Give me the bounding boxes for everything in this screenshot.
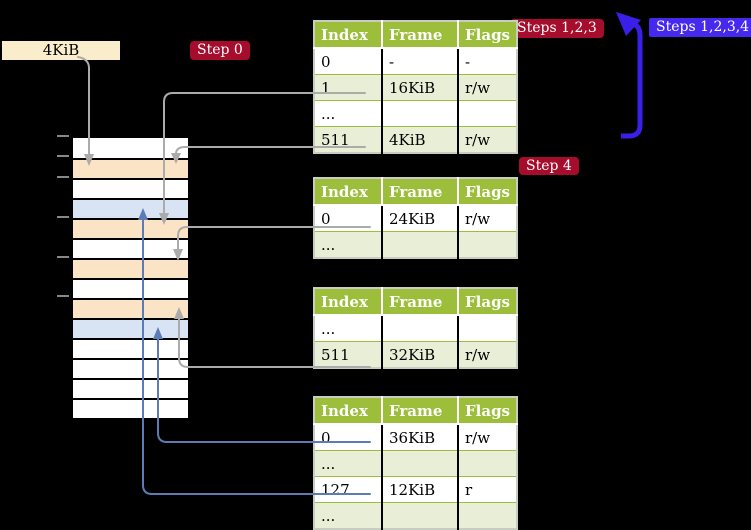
cell-frame: 24KiB <box>382 204 459 232</box>
cell-index: 0 <box>314 47 383 75</box>
cell-index: 0 <box>314 423 383 451</box>
cell-flags: r/w <box>458 423 517 451</box>
cell-index: 127 <box>314 476 383 503</box>
memory-address-tick <box>57 256 69 258</box>
memory-row-free <box>73 238 188 258</box>
table-row: ... <box>314 231 517 258</box>
cell-frame: 4KiB <box>382 126 459 153</box>
cell-flags <box>458 314 517 342</box>
cell-flags <box>458 450 517 477</box>
column-header-frame: Frame <box>382 288 459 316</box>
memory-row-free <box>73 358 188 378</box>
cell-frame: - <box>382 47 459 75</box>
cell-flags: r/w <box>458 204 517 232</box>
table-row: ... <box>314 100 517 127</box>
memory-row-frame <box>73 158 188 178</box>
column-header-frame: Frame <box>382 397 459 425</box>
steps1234-badge: Steps 1,2,3,4 <box>649 18 751 37</box>
column-header-flags: Flags <box>458 21 517 49</box>
cell-frame <box>382 502 459 529</box>
cell-flags: - <box>458 47 517 75</box>
memory-row-free <box>73 398 188 418</box>
memory-row-free <box>73 278 188 298</box>
memory-row-page <box>73 198 188 218</box>
cell-flags <box>458 100 517 127</box>
page-table-level4: Index Frame Flags 0 - - 1 16KiB r/w ... … <box>313 20 518 154</box>
cell-index: ... <box>314 502 383 529</box>
cell-frame <box>382 100 459 127</box>
memory-address-tick <box>57 216 69 218</box>
table-row: ... <box>314 502 517 529</box>
step0-badge: Step 0 <box>190 41 250 60</box>
table-row: 127 12KiB r <box>314 476 517 503</box>
column-header-frame: Frame <box>382 21 459 49</box>
cell-frame <box>382 450 459 477</box>
cell-flags <box>458 231 517 258</box>
column-header-index: Index <box>314 288 383 316</box>
cell-index: ... <box>314 100 383 127</box>
page-table-level3: Index Frame Flags 0 24KiB r/w ... <box>313 177 518 259</box>
table-row: 511 32KiB r/w <box>314 341 517 368</box>
cell-index: ... <box>314 450 383 477</box>
column-header-index: Index <box>314 178 383 206</box>
table-row: 0 36KiB r/w <box>314 423 517 451</box>
cell-frame <box>382 314 459 342</box>
cell-index: ... <box>314 231 383 258</box>
page-size-label: 4KiB <box>2 41 120 60</box>
cell-flags <box>458 502 517 529</box>
table-row-highlighted: 511 4KiB r/w <box>314 126 517 153</box>
table-header-row: Index Frame Flags <box>314 288 517 316</box>
cell-index: 0 <box>314 204 383 232</box>
memory-row-free <box>73 338 188 358</box>
cell-flags: r/w <box>458 126 517 153</box>
cell-index: 511 <box>314 341 383 368</box>
table-header-row: Index Frame Flags <box>314 397 517 425</box>
memory-row-frame <box>73 298 188 318</box>
table-header-row: Index Frame Flags <box>314 21 517 49</box>
cell-flags: r <box>458 476 517 503</box>
recursive-loop-arrow <box>616 12 643 139</box>
cell-flags: r/w <box>458 74 517 101</box>
cell-index: 1 <box>314 74 383 101</box>
memory-address-tick <box>57 295 69 297</box>
cell-frame: 36KiB <box>382 423 459 451</box>
memory-row-page <box>73 318 188 338</box>
cell-frame: 12KiB <box>382 476 459 503</box>
memory-address-tick <box>57 135 69 137</box>
table-row: ... <box>314 314 517 342</box>
column-header-index: Index <box>314 21 383 49</box>
column-header-flags: Flags <box>458 397 517 425</box>
memory-row-free <box>73 178 188 198</box>
cell-frame: 32KiB <box>382 341 459 368</box>
physical-memory-column <box>71 136 190 418</box>
memory-address-tick <box>57 155 69 157</box>
column-header-index: Index <box>314 397 383 425</box>
memory-row-free <box>73 138 188 158</box>
cell-index: 511 <box>314 126 383 153</box>
table-row: 0 24KiB r/w <box>314 204 517 232</box>
memory-row-frame <box>73 258 188 278</box>
steps123-badge: Steps 1,2,3 <box>510 19 604 38</box>
cell-index: ... <box>314 314 383 342</box>
page-table-level1: Index Frame Flags 0 36KiB r/w ... 127 12… <box>313 396 518 530</box>
column-header-flags: Flags <box>458 178 517 206</box>
memory-address-tick <box>57 176 69 178</box>
table-header-row: Index Frame Flags <box>314 178 517 206</box>
page-table-level2: Index Frame Flags ... 511 32KiB r/w <box>313 287 518 369</box>
cell-flags: r/w <box>458 341 517 368</box>
column-header-frame: Frame <box>382 178 459 206</box>
cell-frame: 16KiB <box>382 74 459 101</box>
memory-row-free <box>73 378 188 398</box>
step4-badge: Step 4 <box>519 157 579 175</box>
memory-row-frame <box>73 218 188 238</box>
table-row: ... <box>314 450 517 477</box>
table-row: 1 16KiB r/w <box>314 74 517 101</box>
cell-frame <box>382 231 459 258</box>
table-row: 0 - - <box>314 47 517 75</box>
column-header-flags: Flags <box>458 288 517 316</box>
